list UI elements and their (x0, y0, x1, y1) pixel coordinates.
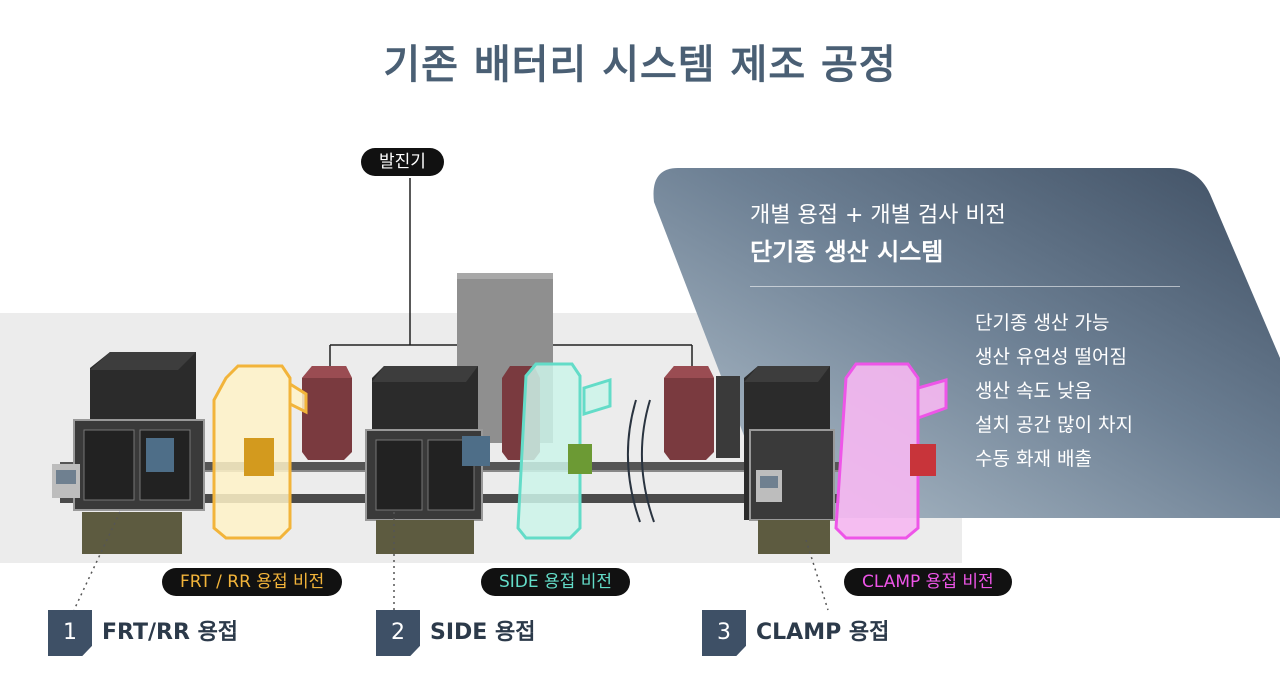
step-label: SIDE 용접 (430, 620, 536, 645)
welding-station (744, 366, 835, 554)
step-label: CLAMP 용접 (756, 620, 890, 645)
step-number-badge: 1 (48, 610, 92, 656)
vision-camera (244, 438, 274, 476)
laser-head (302, 366, 352, 460)
panel-subtitle: 개별 용접 + 개별 검사 비전 (750, 203, 1006, 228)
vision-tag-frt-rr: FRT / RR 용접 비전 (162, 568, 343, 596)
panel-headline: 단기종 생산 시스템 (750, 238, 944, 266)
step-label: FRT/RR 용접 (102, 620, 239, 645)
feature-item: 단기종 생산 가능 (975, 312, 1110, 334)
page-title: 기존 배터리 시스템 제조 공정 (383, 42, 897, 88)
vision-camera (910, 444, 936, 476)
break-mark (626, 399, 655, 523)
vision-module (834, 362, 948, 540)
vision-camera (568, 444, 592, 474)
feature-list: 단기종 생산 가능 생산 유연성 떨어짐 생산 속도 낮음 설치 공간 많이 차… (975, 306, 1133, 476)
step-number-badge: 2 (376, 610, 420, 656)
feature-item: 생산 속도 낮음 (975, 380, 1092, 402)
vision-tag-clamp: CLAMP 용접 비전 (844, 568, 1012, 596)
feature-item: 생산 유연성 떨어짐 (975, 346, 1127, 368)
welding-station (365, 366, 490, 554)
vision-tag-side: SIDE 용접 비전 (481, 568, 631, 596)
panel-divider (750, 286, 1180, 287)
laser-head (664, 366, 714, 460)
leader-line (73, 511, 829, 611)
vision-module (516, 362, 612, 540)
feature-item: 수동 화재 배출 (975, 448, 1092, 470)
welding-station (52, 352, 205, 554)
feature-item: 설치 공간 많이 차지 (975, 414, 1133, 436)
step-number-badge: 3 (702, 610, 746, 656)
oscillator-label: 발진기 (361, 148, 444, 176)
